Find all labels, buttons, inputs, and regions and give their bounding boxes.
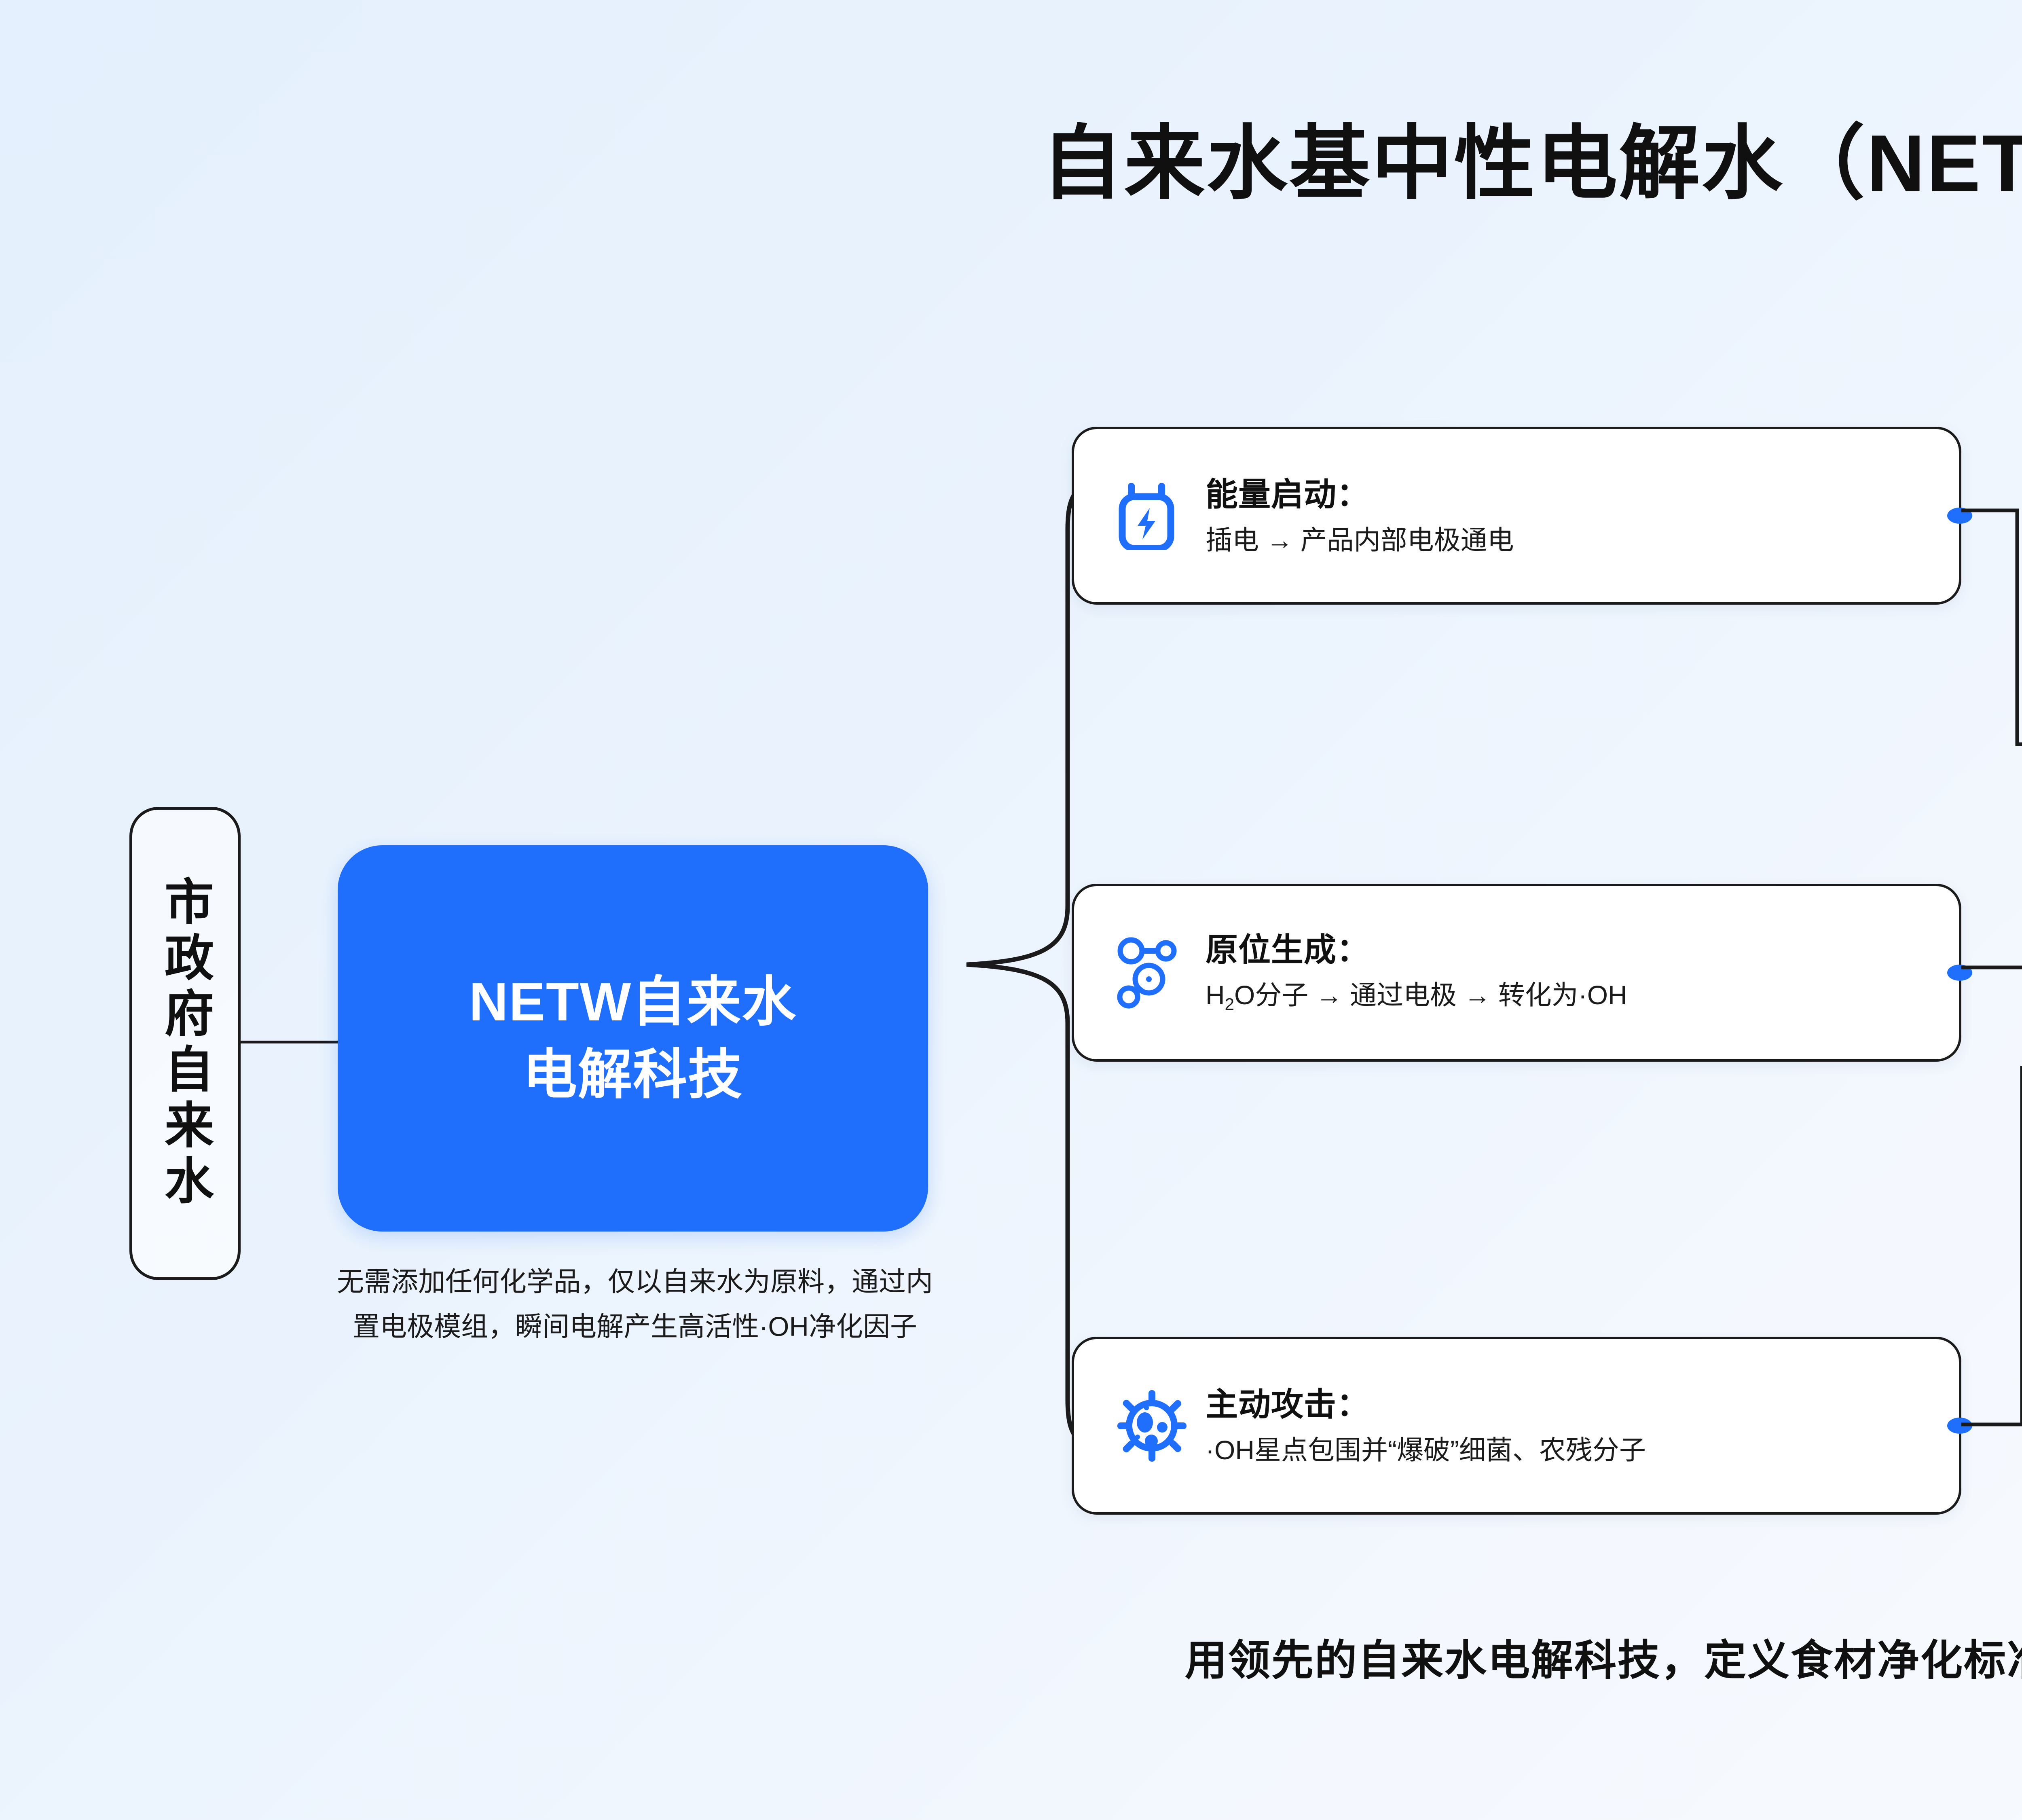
process-card-title: 原位生成： [1206, 931, 1369, 968]
source-water-pill: 市政府自来水 [129, 807, 241, 1280]
source-water-label: 市政府自来水 [157, 876, 213, 1211]
flow-connectors [1961, 508, 2022, 1426]
process-card-generation[interactable]: 原位生成： H2O分子 → 通过电极 → 转化为·OH [1072, 884, 1961, 1062]
page-title: 自来水基中性电解水（NETW） [1041, 119, 2022, 209]
process-card-title: 能量启动： [1206, 476, 1369, 512]
germ-icon [1117, 1388, 1193, 1463]
process-card-energy[interactable]: 能量启动： 插电 → 产品内部电极通电 [1072, 427, 1961, 605]
core-tech-line-1: NETW自来水 [469, 971, 797, 1032]
process-card-detail: 插电 → 产品内部电极通电 [1206, 525, 1514, 555]
process-card-title: 主动攻击： [1206, 1386, 1369, 1422]
process-card-attack[interactable]: 主动攻击： ·OH星点包围并“爆破”细菌、农残分子 [1072, 1337, 1961, 1515]
process-card-detail: H2O分子 → 通过电极 → 转化为·OH [1206, 980, 1627, 1014]
battery-bolt-icon [1117, 481, 1193, 550]
core-tech-box: NETW自来水 电解科技 [338, 845, 928, 1232]
bottom-tagline: 用领先的自来水电解科技，定义食材净化标准 [1184, 1637, 2022, 1684]
molecule-icon [1117, 936, 1193, 1009]
process-card-detail: ·OH星点包围并“爆破”细菌、农残分子 [1206, 1435, 1646, 1465]
core-tech-line-2: 电解科技 [522, 1044, 743, 1105]
core-tech-caption: 无需添加任何化学品，仅以自来水为原料，通过内置电极模组，瞬间电解产生高活性·OH… [337, 1267, 933, 1342]
source-to-core-connector [241, 1041, 346, 1043]
branch-brace-icon [966, 475, 1127, 1454]
